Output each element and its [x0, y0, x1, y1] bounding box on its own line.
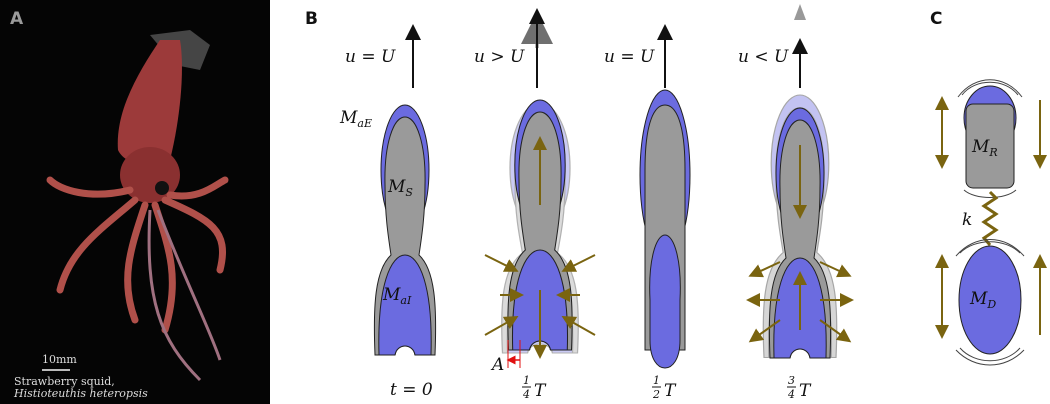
velocity-arrows: [405, 4, 808, 88]
svg-text:1: 1: [653, 374, 660, 387]
amplitude-label: A: [490, 355, 504, 375]
svg-text:4: 4: [522, 388, 530, 401]
panel-label-a: A: [10, 9, 24, 29]
caption-line2: Histioteuthis heteropsis: [13, 387, 148, 400]
mass-label-added-internal: MaI: [382, 285, 412, 307]
mass-label-deformable: MD: [969, 289, 996, 311]
spring-label: k: [962, 210, 972, 230]
mass-label-rigid: MR: [971, 137, 998, 159]
svg-text:4: 4: [787, 388, 795, 401]
squid-body-t0: [373, 104, 437, 356]
svg-text:3: 3: [788, 374, 795, 387]
velocity-label-0: u = U: [345, 47, 396, 67]
mass-label-added-external: MaE: [339, 108, 372, 130]
svg-text:T: T: [799, 381, 812, 401]
svg-text:T: T: [664, 381, 677, 401]
velocity-label-2: u = U: [604, 47, 655, 67]
model-diagram: [935, 79, 1047, 366]
mass-label-shell: MS: [387, 177, 413, 199]
panel-label-c: C: [930, 9, 942, 29]
squid-body-half: [639, 89, 691, 369]
panel-label-b: B: [305, 9, 318, 29]
svg-text:1: 1: [523, 374, 530, 387]
caption-line1: Strawberry squid,: [14, 375, 115, 388]
time-label-0: t = 0: [390, 380, 433, 400]
svg-text:2: 2: [652, 388, 660, 401]
velocity-label-3: u < U: [738, 47, 789, 67]
squid-body-three-quarter: [746, 94, 854, 359]
velocity-label-1: u > U: [474, 47, 525, 67]
scale-label: 10mm: [42, 353, 77, 366]
squid-photo: A 10mm Strawberry squid, Histioteuthis h…: [0, 0, 270, 404]
squid-body-quarter: [484, 99, 596, 368]
svg-text:T: T: [534, 381, 547, 401]
